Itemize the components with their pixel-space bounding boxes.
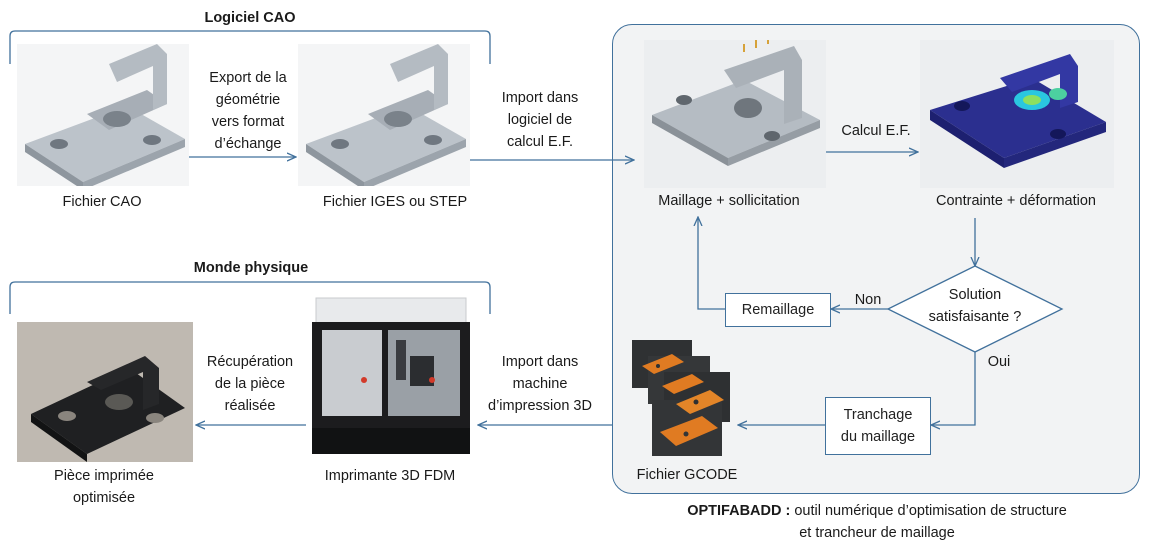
edge-label-recovery-line: Récupération <box>206 354 294 370</box>
edge-label-no: Non <box>854 292 882 308</box>
edge-label-import-machine: Import dans machine d’impression 3D <box>476 351 604 417</box>
slicing-box: Tranchage du maillage <box>825 397 931 455</box>
printer-image <box>306 296 474 458</box>
panel-caption: OPTIFABADD : outil numérique d’optimisat… <box>620 500 1134 544</box>
cad-file-label: Fichier CAO <box>62 194 142 210</box>
panel-caption-line1: OPTIFABADD : outil numérique d’optimisat… <box>620 500 1134 522</box>
printed-part-label-line1: Pièce imprimée <box>54 468 154 484</box>
arrow-yes <box>931 352 976 425</box>
meshing-image <box>644 40 826 188</box>
caption-line1-text: outil numérique d’optimisation de struct… <box>790 503 1067 519</box>
edge-label-import-fe: Import dans logiciel de calcul E.F. <box>488 87 592 153</box>
edge-label-recovery-line: réalisée <box>224 398 276 414</box>
edge-label-import-machine-line: d’impression 3D <box>488 398 592 414</box>
printed-part-image <box>17 322 193 462</box>
edge-label-recovery: Récupération de la pièce réalisée <box>198 351 302 417</box>
printer-label: Imprimante 3D FDM <box>324 468 456 484</box>
edge-label-import-fe-line: calcul E.F. <box>506 134 574 150</box>
heading-cad-software: Logiciel CAO <box>204 10 296 26</box>
edge-label-fe-calc: Calcul E.F. <box>841 123 911 139</box>
printed-part-label: Pièce imprimée optimisée <box>24 465 184 509</box>
decision-label-line1: Solution <box>948 287 1002 303</box>
printed-part-label-line2: optimisée <box>72 490 136 506</box>
panel-caption-line2: et trancheur de maillage <box>799 525 955 541</box>
decision-diamond <box>886 265 1064 353</box>
gcode-file-label: Fichier GCODE <box>636 467 738 483</box>
gcode-image <box>632 340 736 458</box>
iges-step-file-label: Fichier IGES ou STEP <box>322 194 468 210</box>
edge-label-export-line: vers format <box>211 114 285 130</box>
edge-label-export-line: géométrie <box>215 92 281 108</box>
cad-part-image <box>17 44 189 186</box>
slicing-label-line2: du maillage <box>840 429 916 445</box>
edge-label-export-line: Export de la <box>209 70 287 86</box>
decision-label: Solution satisfaisante ? <box>905 284 1045 328</box>
iges-step-part-image <box>298 44 470 186</box>
slicing-label-line1: Tranchage <box>843 407 913 423</box>
stress-image <box>920 40 1114 188</box>
edge-label-recovery-line: de la pièce <box>214 376 286 392</box>
arrow-remesh-back <box>698 217 725 310</box>
stress-label: Contrainte + déformation <box>936 193 1096 209</box>
decision-label-line2: satisfaisante ? <box>928 309 1022 325</box>
remeshing-box: Remaillage <box>725 293 831 327</box>
edge-label-import-machine-line: Import dans <box>501 354 579 370</box>
heading-physical-world: Monde physique <box>193 260 309 276</box>
edge-label-import-machine-line: machine <box>512 376 568 392</box>
remeshing-label: Remaillage <box>741 302 815 318</box>
meshing-label: Maillage + sollicitation <box>658 193 800 209</box>
edge-label-export: Export de la géométrie vers format d’éch… <box>196 67 300 155</box>
edge-label-import-fe-line: Import dans <box>501 90 579 106</box>
edge-label-export-line: d’échange <box>214 136 282 152</box>
edge-label-import-fe-line: logiciel de <box>507 112 573 128</box>
caption-bold-title: OPTIFABADD : <box>687 503 791 519</box>
edge-label-yes: Oui <box>987 354 1011 370</box>
